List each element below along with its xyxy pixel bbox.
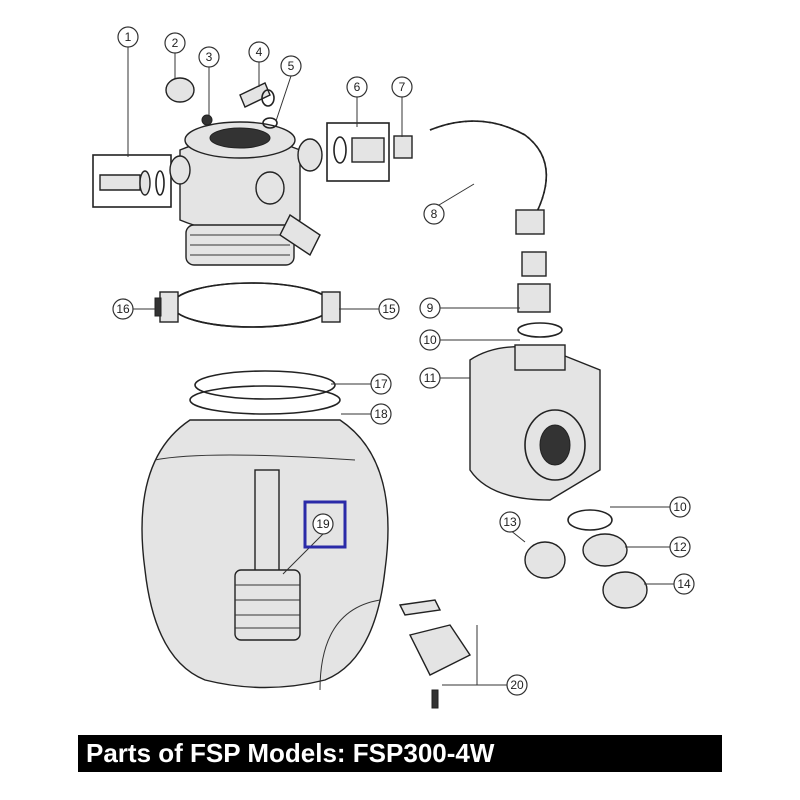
- callout-circle: [419, 367, 441, 389]
- small-parts-top: [165, 77, 413, 182]
- callout-circle: [391, 76, 413, 98]
- callout-circle: [378, 298, 400, 320]
- callout-circle: [419, 329, 441, 351]
- callout-label: 15: [382, 302, 396, 316]
- callout-10: 10: [419, 329, 441, 351]
- pump-fittings: [524, 509, 648, 609]
- callout-label: 6: [354, 80, 361, 94]
- highlight-box-part-19: [303, 500, 347, 549]
- callout-label: 13: [503, 515, 517, 529]
- callout-2: 2: [164, 32, 186, 54]
- caption-title: Parts of FSP Models: FSP300-4W: [86, 738, 495, 768]
- callout-11: 11: [419, 367, 441, 389]
- multiport-valve: [92, 121, 323, 266]
- callout-label: 4: [256, 45, 263, 59]
- callout-label: 17: [374, 377, 388, 391]
- callout-6: 6: [346, 76, 368, 98]
- callout-circle: [280, 55, 302, 77]
- callout-label: 9: [427, 301, 434, 315]
- callout-4: 4: [248, 41, 270, 63]
- callout-circle: [669, 496, 691, 518]
- callout-circle: [312, 513, 334, 535]
- callout-14: 14: [673, 573, 695, 595]
- callout-circle: [370, 403, 392, 425]
- callout-15: 15: [378, 298, 400, 320]
- clamp: [154, 282, 341, 328]
- callout-circle: [370, 373, 392, 395]
- callout-label: 1: [125, 30, 132, 44]
- callout-circle: [423, 203, 445, 225]
- callout-13: 13: [499, 511, 521, 533]
- callout-8: 8: [423, 203, 445, 225]
- callout-12: 12: [669, 536, 691, 558]
- callout-circle: [198, 46, 220, 68]
- callout-5: 5: [280, 55, 302, 77]
- callout-circle: [164, 32, 186, 54]
- callout-1: 1: [117, 26, 139, 48]
- callout-label: 20: [510, 678, 524, 692]
- callout-19: 19: [312, 513, 334, 535]
- callout-circle: [673, 573, 695, 595]
- callout-16: 16: [112, 298, 134, 320]
- callout-circle: [506, 674, 528, 696]
- callout-label: 10: [423, 333, 437, 347]
- callout-label: 5: [288, 59, 295, 73]
- callout-circle: [117, 26, 139, 48]
- callout-9: 9: [419, 297, 441, 319]
- callout-circle: [346, 76, 368, 98]
- filter-tank: [141, 370, 472, 709]
- callout-label: 10: [673, 500, 687, 514]
- callout-label: 2: [172, 36, 179, 50]
- callout-label: 16: [116, 302, 130, 316]
- callout-label: 8: [431, 207, 438, 221]
- callout-label: 3: [206, 50, 213, 64]
- pump: [469, 344, 601, 501]
- callout-label: 7: [399, 80, 406, 94]
- callout-17: 17: [370, 373, 392, 395]
- callout-label: 19: [316, 517, 330, 531]
- flexible-hose: [429, 120, 563, 338]
- callout-circle: [248, 41, 270, 63]
- callout-circle: [419, 297, 441, 319]
- callout-label: 11: [424, 371, 437, 385]
- callout-3: 3: [198, 46, 220, 68]
- callout-18: 18: [370, 403, 392, 425]
- caption-bar: Parts of FSP Models: FSP300-4W: [78, 735, 722, 772]
- callout-label: 18: [374, 407, 388, 421]
- callout-7: 7: [391, 76, 413, 98]
- callout-10: 10: [669, 496, 691, 518]
- callout-label: 14: [677, 577, 691, 591]
- callout-20: 20: [506, 674, 528, 696]
- callout-circle: [669, 536, 691, 558]
- callout-label: 12: [673, 540, 687, 554]
- callout-circle: [112, 298, 134, 320]
- callout-circle: [499, 511, 521, 533]
